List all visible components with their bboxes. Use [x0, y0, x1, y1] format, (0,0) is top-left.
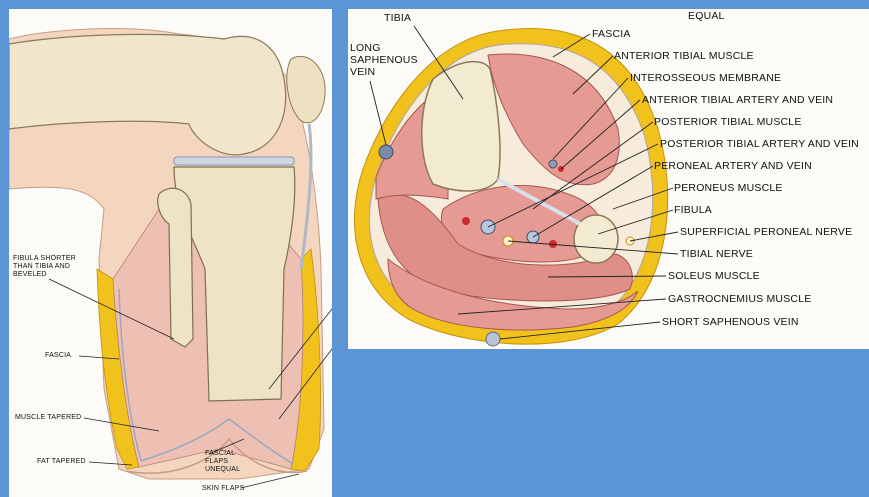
anterior-tibial-vessel — [549, 160, 557, 168]
cross-section-panel: TIBIA EQUAL LONG SAPHENOUS VEIN FASCIA A… — [348, 9, 869, 349]
label-anterior-tibial-artery-vein: ANTERIOR TIBIAL ARTERY AND VEIN — [642, 95, 833, 106]
label-fascia-right: FASCIA — [592, 29, 631, 40]
label-tibia: TIBIA — [384, 13, 411, 24]
label-fat-tapered: FAT TAPERED — [37, 458, 86, 466]
label-fibula-shorter-line2: THAN TIBIA AND — [13, 263, 76, 271]
tibia-cartilage — [174, 157, 294, 165]
label-gastrocnemius-muscle: GASTROCNEMIUS MUSCLE — [668, 294, 811, 305]
label-interosseous-membrane: INTEROSSEOUS MEMBRANE — [630, 73, 781, 84]
label-tibial-nerve: TIBIAL NERVE — [680, 249, 753, 260]
label-short-saphenous-vein: SHORT SAPHENOUS VEIN — [662, 317, 799, 328]
stump-illustration-panel: FIBULA SHORTER THAN TIBIA AND BEVELED FA… — [9, 9, 332, 497]
label-posterior-tibial-muscle: POSTERIOR TIBIAL MUSCLE — [654, 117, 802, 128]
label-anterior-tibial-muscle: ANTERIOR TIBIAL MUSCLE — [614, 51, 754, 62]
label-superficial-peroneal-nerve: SUPERFICIAL PERONEAL NERVE — [680, 227, 852, 238]
label-peroneal-artery-vein: PERONEAL ARTERY AND VEIN — [654, 161, 812, 172]
long-saphenous-vein — [379, 145, 393, 159]
label-equal: EQUAL — [688, 11, 725, 22]
label-fibula-shorter-line3: BEVELED — [13, 271, 76, 279]
label-fascia-left: FASCIA — [45, 352, 71, 360]
stump-drawing — [9, 9, 332, 497]
label-fascial-flaps-line1: FASCIAL — [205, 450, 240, 458]
label-fascial-flaps: FASCIAL FLAPS UNEQUAL — [205, 450, 240, 474]
label-long-saphenous-line2: SAPHENOUS — [350, 54, 418, 66]
label-long-saphenous-vein: LONG SAPHENOUS VEIN — [350, 42, 418, 78]
short-saphenous-vein — [486, 332, 500, 346]
label-soleus-muscle: SOLEUS MUSCLE — [668, 271, 760, 282]
label-long-saphenous-line1: LONG — [350, 42, 418, 54]
label-peroneus-muscle: PERONEUS MUSCLE — [674, 183, 783, 194]
label-fascial-flaps-line2: FLAPS — [205, 458, 240, 466]
label-skin-flaps: SKIN FLAPS — [202, 485, 244, 493]
label-fibula-shorter: FIBULA SHORTER THAN TIBIA AND BEVELED — [13, 255, 76, 279]
label-long-saphenous-line3: VEIN — [350, 66, 418, 78]
label-fibula-shorter-line1: FIBULA SHORTER — [13, 255, 76, 263]
label-fibula-right: FIBULA — [674, 205, 712, 216]
label-fascial-flaps-line3: UNEQUAL — [205, 466, 240, 474]
posterior-tibial-artery — [462, 217, 470, 225]
label-muscle-tapered: MUSCLE TAPERED — [15, 414, 81, 422]
label-posterior-tibial-artery-vein: POSTERIOR TIBIAL ARTERY AND VEIN — [660, 139, 859, 150]
tibia-cross-section — [422, 62, 500, 191]
